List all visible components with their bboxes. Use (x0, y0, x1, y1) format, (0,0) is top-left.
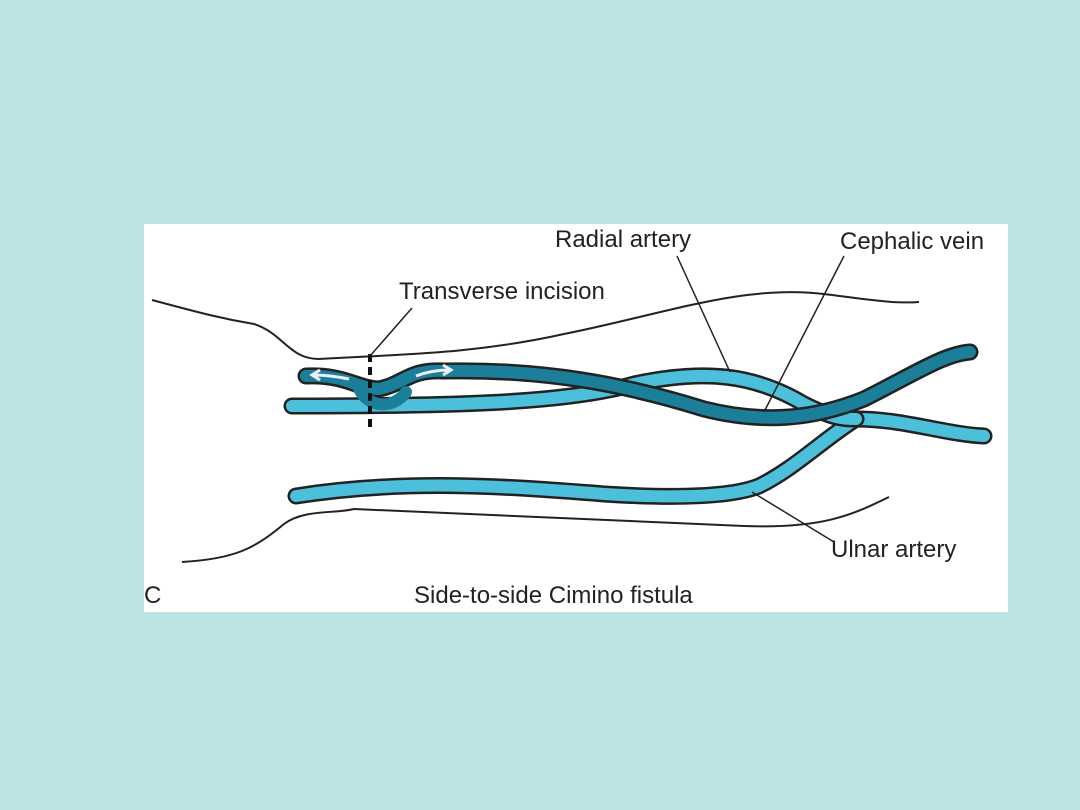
flow-arrow-left-icon (309, 368, 350, 382)
flow-arrow-right-icon (415, 363, 454, 378)
figure-caption: Side-to-side Cimino fistula (414, 582, 693, 609)
leader-radial (676, 255, 731, 373)
label-ulnar-artery: Ulnar artery (831, 536, 957, 563)
label-transverse-incision: Transverse incision (399, 278, 605, 305)
panel-letter: C (144, 582, 162, 609)
leader-cephalic (763, 255, 845, 413)
forearm-diagram (151, 255, 993, 563)
forearm-outline-bottom (181, 496, 890, 563)
leader-incision (369, 307, 413, 357)
label-cephalic-vein: Cephalic vein (840, 228, 985, 255)
anastomosis (353, 383, 412, 411)
label-radial-artery: Radial artery (555, 226, 692, 253)
cimino-fistula-figure: Radial artery Cephalic vein Transverse i… (144, 224, 1008, 612)
leader-ulnar (751, 491, 835, 543)
